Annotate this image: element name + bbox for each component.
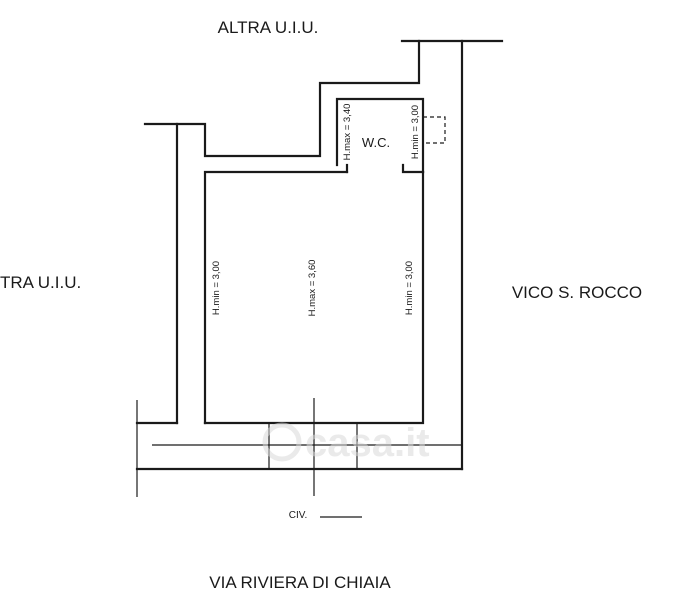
wc-right-height-label: H.min = 3,00	[410, 105, 421, 159]
main-right-height-label: H.min = 3,00	[404, 261, 415, 315]
main-center-height-label: H.max = 3,60	[307, 260, 318, 317]
wc-room-label: W.C.	[362, 135, 390, 150]
bottom-street-label: VIA RIVIERA DI CHIAIA	[209, 573, 391, 592]
main-left-height-label: H.min = 3,00	[211, 261, 222, 315]
watermark-text: casa.it	[305, 421, 430, 465]
wc-fixture-outline	[423, 116, 446, 144]
outer-walls	[135, 39, 504, 497]
top-neighbor-label: ALTRA U.I.U.	[218, 18, 319, 37]
watermark-logo: casa.it	[262, 421, 430, 465]
civic-label: CIV.	[289, 510, 308, 521]
left-neighbor-label: TRA U.I.U.	[0, 273, 81, 292]
wc-left-height-label: H.max = 3,40	[342, 104, 353, 161]
right-street-label: VICO S. ROCCO	[512, 283, 642, 302]
